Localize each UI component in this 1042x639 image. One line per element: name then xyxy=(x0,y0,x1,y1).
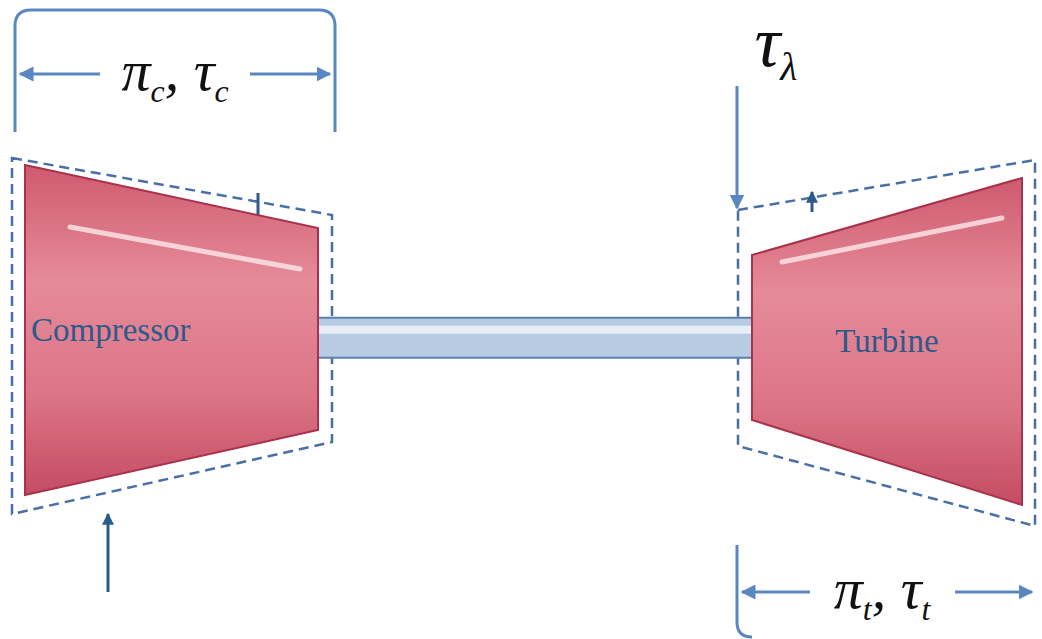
subscript: c xyxy=(150,74,164,109)
span-arrow xyxy=(742,591,810,594)
highlight xyxy=(782,218,1002,262)
symbol: π xyxy=(834,556,863,621)
symbol: τ xyxy=(755,2,781,82)
shaft-body xyxy=(316,319,754,357)
shaft-highlight xyxy=(316,326,754,334)
station-arrow xyxy=(736,86,739,208)
subscript: λ xyxy=(780,45,797,89)
symbol xyxy=(886,556,901,621)
turbine-shape: Turbine xyxy=(752,178,1022,505)
subscript: t xyxy=(863,592,872,627)
control-volume xyxy=(738,160,1035,526)
shaft xyxy=(316,330,754,338)
trapezoid-body xyxy=(752,178,1022,505)
symbol: , xyxy=(872,556,887,621)
part-name: Compressor xyxy=(31,312,191,349)
symbol: , xyxy=(165,38,180,103)
station-temperature-ratio: τλ xyxy=(749,3,804,89)
span-arrow xyxy=(250,73,330,76)
shaft-outline xyxy=(316,317,754,359)
work-tick xyxy=(257,193,260,216)
turbine-ratios: πt, τt xyxy=(828,557,937,626)
symbol: τ xyxy=(194,38,215,103)
highlight xyxy=(70,227,300,269)
part-name: Turbine xyxy=(835,323,938,360)
span-arrow xyxy=(955,591,1032,594)
span-arrow xyxy=(20,73,100,76)
subscript: c xyxy=(214,74,228,109)
control-volume xyxy=(12,158,332,514)
symbol: τ xyxy=(901,556,922,621)
inlet-arrow xyxy=(107,514,110,592)
subscript: t xyxy=(921,592,930,627)
compressor-shape: Compressor xyxy=(25,165,318,495)
bracket xyxy=(15,10,335,132)
compressor-ratios: πc, τc xyxy=(115,39,234,108)
symbol xyxy=(179,38,194,103)
trapezoid-body xyxy=(25,165,318,495)
work-tick xyxy=(811,192,814,212)
symbol: π xyxy=(121,38,150,103)
